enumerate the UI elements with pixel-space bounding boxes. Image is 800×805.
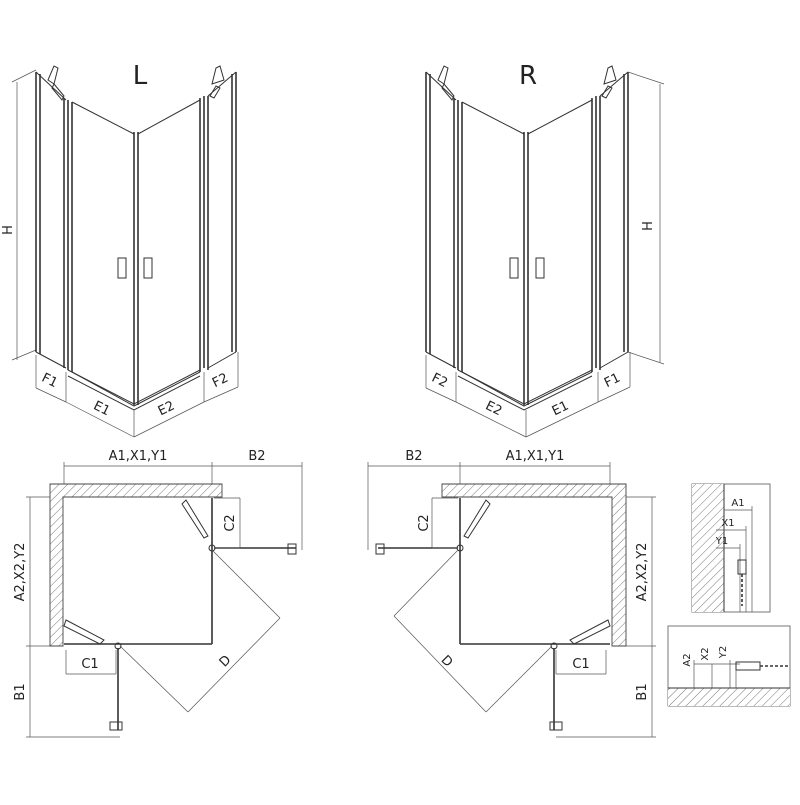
detail-top: A1 X1 Y1 <box>691 483 771 613</box>
plan-right: A1,X1,Y1 B2 A2,X2,Y2 B1 C1 C2 D <box>367 449 656 738</box>
dim-e2-label: E2 <box>156 398 177 419</box>
elevation-right-doors <box>457 98 593 411</box>
plan-right-b2-label: B2 <box>405 449 422 464</box>
door-handle-icon <box>109 721 123 731</box>
wall-hatch <box>441 483 627 647</box>
plan-right-c1-label: C1 <box>572 657 589 672</box>
dim-e1-label: E1 <box>550 398 571 419</box>
detail-bottom-x2-label: X2 <box>700 647 711 660</box>
elevation-right: R <box>425 61 665 438</box>
elevation-left-fixed-panel-right <box>203 65 237 370</box>
plan-left-b2-label: B2 <box>248 449 265 464</box>
elevation-left-bottom-dims: F1 E1 E2 F2 <box>35 352 239 438</box>
elevation-right-fixed-panel-right <box>595 65 629 370</box>
hinge-icon <box>114 642 122 650</box>
detail-bottom-a2-label: A2 <box>682 653 693 666</box>
plan-left-side-dim-label: A2,X2,Y2 <box>13 543 28 602</box>
plan-left-c1-label: C1 <box>81 657 98 672</box>
plan-right-b1-label: B1 <box>635 683 650 700</box>
stabilizer-bar-icon <box>63 619 105 645</box>
stabilizer-bar-icon <box>181 499 209 539</box>
detail-top-a1-label: A1 <box>731 498 744 509</box>
hinge-icon <box>550 642 558 650</box>
door-handle-icon <box>287 543 297 555</box>
detail-top-x1-label: X1 <box>721 518 734 529</box>
dim-e1-label: E1 <box>91 398 112 419</box>
plan-left: A1,X1,Y1 B2 A2,X2,Y2 B1 C1 C2 <box>13 449 303 738</box>
elevation-right-title: R <box>519 61 537 91</box>
dim-f1-label: F1 <box>602 371 623 391</box>
elevation-left-doors <box>67 98 201 411</box>
door-handle-icon <box>535 257 545 279</box>
door-handle-icon <box>375 543 385 555</box>
elevation-right-height-dim: H <box>627 71 665 365</box>
detail-top-y1-label: Y1 <box>715 536 728 547</box>
elevation-right-bottom-dims: F2 E2 E1 F1 <box>425 352 631 438</box>
elevation-right-height-label: H <box>641 221 656 231</box>
plan-right-diagonal-label: D <box>438 653 456 671</box>
plan-right-side-dim-label: A2,X2,Y2 <box>635 543 650 602</box>
plan-left-c2-label: C2 <box>223 514 238 531</box>
plan-left-b1-label: B1 <box>13 683 28 700</box>
stabilizer-bar-icon <box>463 499 491 539</box>
dim-e2-label: E2 <box>483 398 504 419</box>
dim-f1-label: F1 <box>39 371 60 391</box>
elevation-right-fixed-panel-left <box>425 65 459 370</box>
door-handle-icon <box>143 257 153 279</box>
elevation-left-title: L <box>133 61 148 91</box>
door-handle-icon <box>117 257 127 279</box>
dim-f2-label: F2 <box>429 371 450 391</box>
door-handle-icon <box>509 257 519 279</box>
plan-left-top-dim-label: A1,X1,Y1 <box>109 449 168 464</box>
stabilizer-bar-icon <box>569 619 611 645</box>
elevation-left-height-label: H <box>1 225 16 235</box>
dim-f2-label: F2 <box>210 371 231 391</box>
detail-bottom-y2-label: Y2 <box>718 646 729 659</box>
plan-right-top-dim-label: A1,X1,Y1 <box>506 449 565 464</box>
wall-hatch <box>49 483 223 647</box>
detail-bottom: A2 X2 Y2 <box>667 625 791 707</box>
elevation-left-fixed-panel-left <box>35 65 69 370</box>
door-handle-icon <box>549 721 563 731</box>
elevation-left-height-dim: H <box>1 69 37 361</box>
elevation-left: L H <box>1 61 239 438</box>
plan-right-c2-label: C2 <box>417 514 432 531</box>
